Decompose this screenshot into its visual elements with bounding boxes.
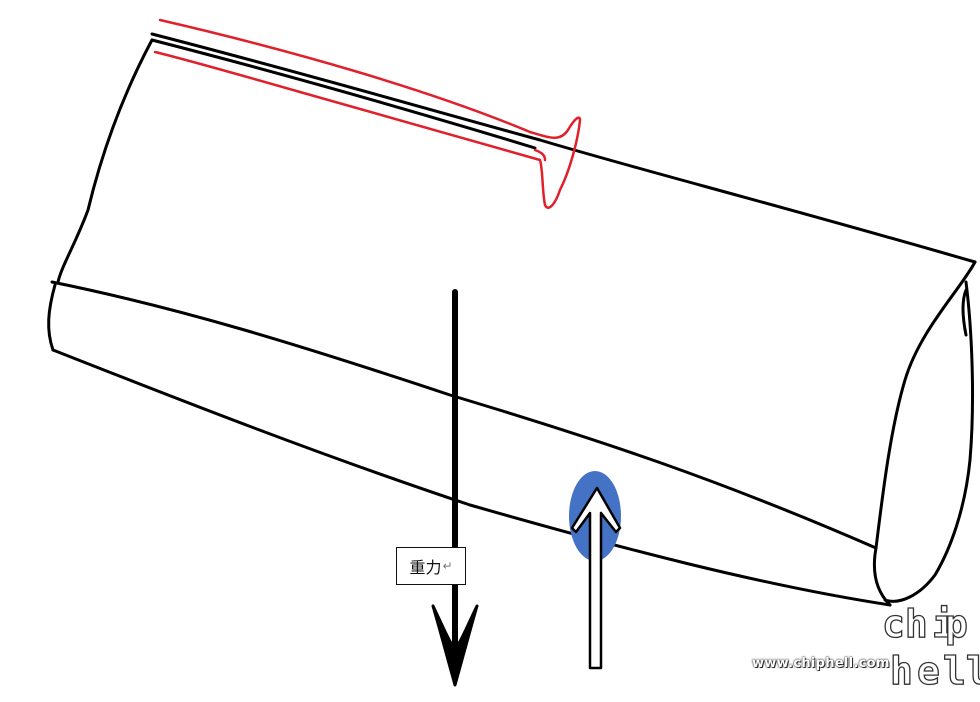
watermark-logo: chiphell ch i p h e ll (881, 601, 980, 693)
svg-text:i: i (932, 602, 955, 646)
beam-front-bottom-edge (51, 348, 892, 607)
beam-top-back-edge (150, 32, 977, 264)
svg-text:e: e (917, 649, 940, 693)
gravity-label: 重力 (409, 558, 442, 577)
beam-right-end-small-stroke (961, 288, 968, 337)
watermark-url: www.chiphell.com (752, 656, 890, 671)
beam-left-bottom-edge (47, 283, 57, 352)
beam-left-edge (56, 38, 154, 284)
beam-top-back-edge-inner (150, 38, 537, 150)
gravity-label-box: 重力↵ (396, 547, 466, 585)
beam-front-top-edge (50, 280, 878, 550)
svg-text:h: h (890, 649, 913, 693)
svg-text:ch: ch (882, 602, 928, 646)
svg-text:ll: ll (943, 649, 980, 693)
beam-right-end-top (872, 260, 977, 607)
svg-text:p: p (945, 602, 968, 646)
support-force-arrow (570, 486, 622, 670)
gravity-arrow (431, 289, 479, 687)
beam-right-end-face (883, 280, 975, 603)
return-mark-icon: ↵ (442, 559, 453, 573)
red-marker (153, 18, 582, 209)
